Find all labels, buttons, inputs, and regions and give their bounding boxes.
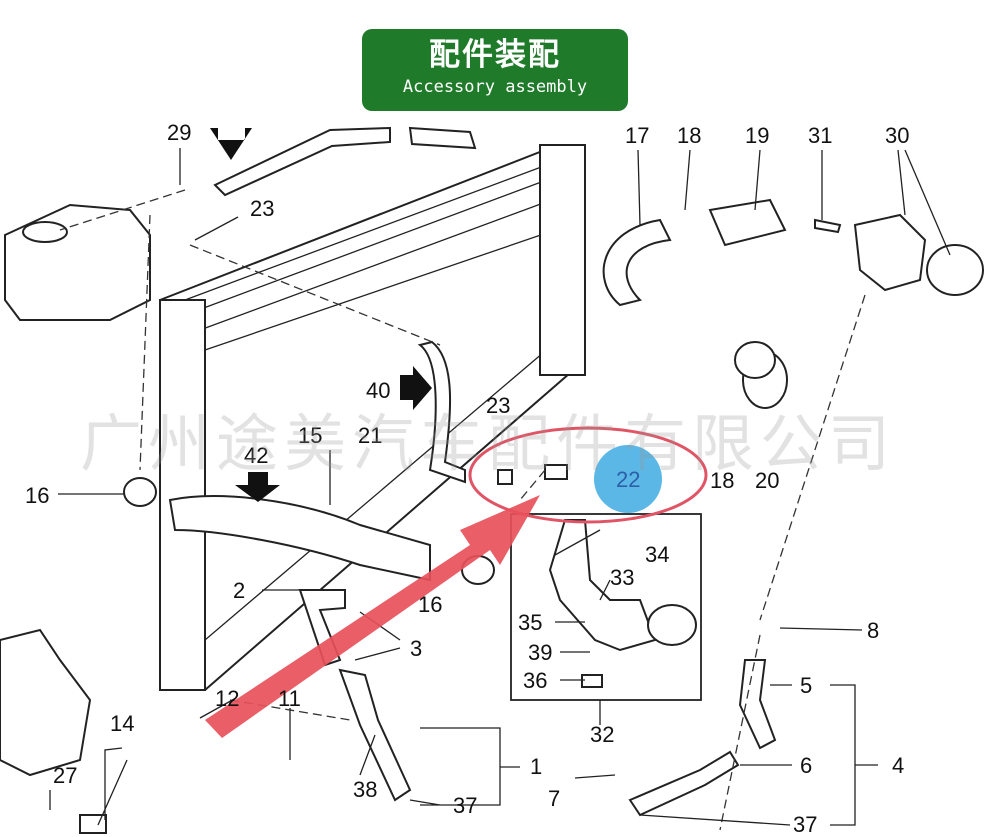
label-36: 36	[523, 668, 547, 693]
hose-15	[168, 495, 431, 582]
banner-title: 配件装配	[429, 37, 561, 73]
arrow-right-icon	[400, 366, 432, 410]
radiator-outline	[159, 149, 586, 691]
part-18b	[734, 341, 776, 379]
label-37b: 37	[793, 812, 817, 837]
hose-upper	[213, 126, 391, 197]
banner-subtitle: Accessory assembly	[402, 77, 588, 97]
label-3: 3	[410, 636, 422, 661]
label-23: 23	[250, 196, 274, 221]
callout-labels: 29 23 17 18 19 31 30 40 21 23 15 42 16 2…	[25, 120, 909, 837]
coolant-reservoir	[4, 203, 151, 321]
radiator	[159, 144, 586, 691]
label-14: 14	[110, 711, 134, 736]
label-6: 6	[800, 753, 812, 778]
part-30-housing	[853, 213, 927, 292]
part-14	[79, 814, 107, 834]
label-42: 42	[244, 443, 268, 468]
label-23b: 23	[486, 393, 510, 418]
engine-part	[0, 628, 92, 777]
label-37: 37	[453, 793, 477, 818]
label-12: 12	[215, 686, 239, 711]
radiator-tank-right	[539, 144, 586, 376]
clip-23	[497, 469, 513, 485]
title-banner: 配件装配 Accessory assembly	[362, 29, 628, 111]
highlight-ring	[468, 426, 708, 524]
label-18: 18	[677, 123, 701, 148]
label-31: 31	[808, 123, 832, 148]
label-5: 5	[800, 673, 812, 698]
clamp-16	[123, 477, 157, 507]
label-20: 20	[755, 468, 779, 493]
label-4: 4	[892, 753, 904, 778]
label-38: 38	[353, 777, 377, 802]
label-40: 40	[366, 378, 390, 403]
label-22: 22	[616, 467, 640, 492]
radiator-tank-left	[159, 299, 206, 691]
label-17: 17	[625, 123, 649, 148]
label-8: 8	[867, 618, 879, 643]
hose-5	[738, 659, 777, 750]
label-15: 15	[298, 423, 322, 448]
label-11: 11	[278, 686, 301, 711]
arrow-down-icon	[210, 128, 252, 160]
pointer-arrow-icon	[205, 495, 540, 738]
label-30: 30	[885, 123, 909, 148]
arrow-down-icon-42	[235, 472, 280, 502]
label-39: 39	[528, 640, 552, 665]
hose-17	[602, 218, 672, 307]
label-32: 32	[590, 722, 614, 747]
label-16b: 16	[418, 592, 442, 617]
label-34: 34	[645, 542, 669, 567]
label-33: 33	[610, 565, 634, 590]
hose-connector	[408, 126, 477, 150]
bolt-36	[581, 674, 603, 688]
bolt-31	[814, 218, 842, 234]
water-outlet-34	[548, 519, 657, 652]
label-1: 1	[530, 754, 542, 779]
label-16: 16	[25, 483, 49, 508]
label-21: 21	[358, 423, 382, 448]
part-19	[708, 198, 787, 247]
hose-21	[417, 340, 466, 484]
highlight-marker	[594, 445, 662, 513]
label-2: 2	[233, 578, 245, 603]
part-30-gasket	[926, 244, 984, 296]
label-7: 7	[548, 786, 560, 811]
gasket-33	[647, 604, 697, 646]
label-19: 19	[745, 123, 769, 148]
pipe-4	[628, 750, 740, 817]
bracket-22	[544, 464, 568, 480]
label-29: 29	[167, 120, 191, 145]
reservoir-cap	[22, 221, 68, 243]
label-35: 35	[518, 610, 542, 635]
detail-box-32	[510, 513, 702, 701]
label-27: 27	[53, 763, 77, 788]
label-18b: 18	[710, 468, 734, 493]
